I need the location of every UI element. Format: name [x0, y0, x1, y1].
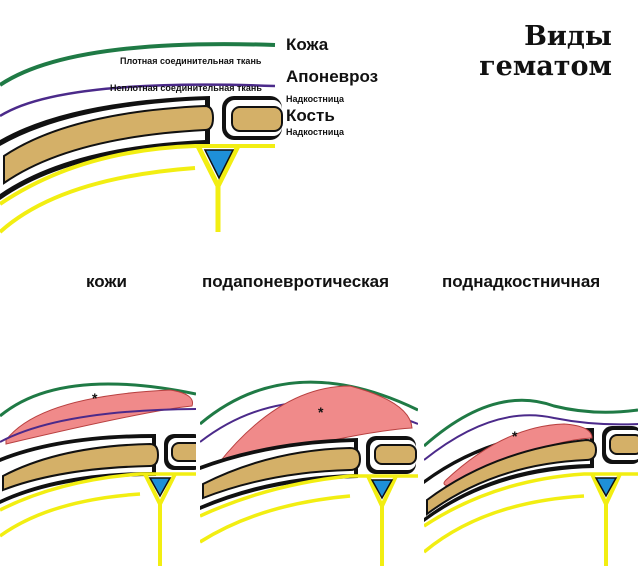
- diagram-title: Виды гематом: [479, 22, 612, 82]
- bone-right-fill: [231, 106, 283, 132]
- bone-right-fill: [609, 434, 638, 455]
- periosteum-vessel-sheath: [143, 473, 177, 566]
- skin-line: [0, 42, 276, 87]
- panel-subperiosteal-hematoma: [424, 398, 638, 566]
- periosteum-line-bottom: [0, 492, 141, 538]
- skin-line: [0, 382, 196, 418]
- label-loose-tissue: Неплотная соединительная ткань: [110, 83, 262, 93]
- bone-fill: [2, 442, 160, 492]
- label-bone: Кость: [286, 106, 335, 125]
- bone-fill: [426, 438, 598, 516]
- vessel-triangle: [594, 477, 618, 498]
- panel-skin-hematoma: [0, 382, 196, 566]
- hematoma-marker: *: [318, 404, 324, 420]
- periosteum-line-bottom: [0, 166, 196, 234]
- panel-subaponeurotic-hematoma: [200, 380, 418, 566]
- title-line-1: Виды: [524, 21, 612, 52]
- caption-subaponeurotic-hematoma: подапоневротическая: [202, 272, 390, 291]
- periosteum-vessel-sheath: [590, 473, 622, 566]
- title-line-2: гематом: [479, 51, 612, 82]
- hematoma-marker: *: [92, 390, 98, 406]
- aponeurosis-line: [0, 83, 276, 118]
- aponeurosis-line: [424, 414, 638, 461]
- periosteum-line-top: [200, 474, 418, 518]
- periosteum-vessel-sheath: [366, 475, 398, 566]
- label-periosteum-bottom: Надкостница: [286, 127, 345, 137]
- caption-subperiosteal-hematoma: поднадкостничная: [442, 272, 601, 291]
- periosteum-line-top: [0, 472, 196, 512]
- label-aponeurosis: Апоневроз: [286, 67, 379, 86]
- caption-skin-hematoma: кожи: [86, 272, 127, 291]
- periosteum-line-bottom: [424, 494, 585, 554]
- label-periosteum-top: Надкостница: [286, 94, 345, 104]
- vessel-triangle: [148, 477, 172, 498]
- vessel-triangle: [370, 479, 394, 500]
- periosteum-line-top: [424, 472, 638, 528]
- bone-right-fill: [374, 444, 417, 465]
- bone-fill: [3, 104, 215, 185]
- hematoma: [5, 389, 194, 445]
- label-skin: Кожа: [286, 35, 329, 54]
- bone-fill: [202, 446, 362, 500]
- skin-line: [424, 398, 638, 448]
- periosteum-vessel-sheath: [195, 144, 241, 232]
- vessel-triangle: [203, 149, 235, 180]
- skin-line: [200, 380, 418, 426]
- periosteum-line-top: [0, 144, 275, 206]
- periosteum-line-bottom: [200, 494, 351, 544]
- label-dense-tissue: Плотная соединительная ткань: [120, 56, 262, 66]
- aponeurosis-line: [0, 408, 196, 443]
- hematoma-marker: *: [512, 428, 518, 444]
- scalp-layers-diagram: [0, 42, 283, 234]
- bone-right-fill: [171, 442, 196, 462]
